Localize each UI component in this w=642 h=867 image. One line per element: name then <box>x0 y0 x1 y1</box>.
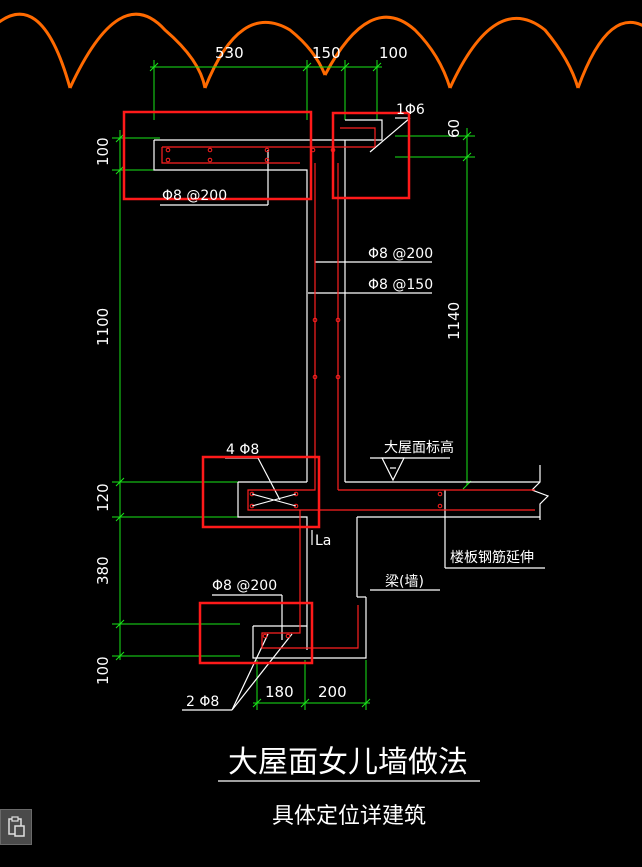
dim-bottom-200: 200 <box>318 683 347 701</box>
label-4phi8: 4 Φ8 <box>226 442 259 458</box>
dim-left-100-top: 100 <box>94 137 112 166</box>
label-roof-elevation: 大屋面标高 <box>384 439 454 456</box>
dim-top-100: 100 <box>379 44 408 62</box>
highlight-box-middle <box>201 455 321 529</box>
clipboard-icon <box>8 816 25 837</box>
dimension-lines <box>112 60 475 710</box>
dim-left-1100: 1100 <box>94 308 112 346</box>
label-phi8-150: Φ8 @150 <box>368 277 433 293</box>
label-la: La <box>315 533 331 549</box>
stirrup-cross <box>251 493 297 507</box>
dim-top-530: 530 <box>215 44 244 62</box>
label-beam-wall: 梁(墙) <box>385 574 424 590</box>
drawing-subtitle: 具体定位详建筑 <box>272 804 426 829</box>
highlight-box-bottom <box>198 601 314 665</box>
dim-bottom-180: 180 <box>265 683 294 701</box>
label-2phi8: 2 Φ8 <box>186 694 219 710</box>
label-phi8-200-bottom: Φ8 @200 <box>212 578 277 594</box>
rebar-dots <box>165 147 443 639</box>
clipboard-button[interactable] <box>0 809 32 845</box>
revision-cloud <box>0 12 642 89</box>
label-phi8-200-top: Φ8 @200 <box>162 188 227 204</box>
dim-right-60: 60 <box>445 119 463 138</box>
dim-left-380: 380 <box>94 556 112 585</box>
highlight-box-top-right <box>331 111 411 200</box>
highlight-boxes <box>122 110 411 665</box>
dim-left-120: 120 <box>94 483 112 512</box>
highlight-box-top-left <box>122 110 313 201</box>
label-phi8-200-mid: Φ8 @200 <box>368 246 433 262</box>
label-1phi6: 1Φ6 <box>396 102 425 118</box>
dim-right-1140: 1140 <box>445 302 463 340</box>
dim-top-150: 150 <box>312 44 341 62</box>
rebar <box>161 127 535 649</box>
drawing-title: 大屋面女儿墙做法 <box>228 745 468 780</box>
label-slab-rebar-extend: 楼板钢筋延伸 <box>450 549 534 566</box>
structure-outline <box>153 117 550 782</box>
dim-left-100-bottom: 100 <box>94 656 112 685</box>
